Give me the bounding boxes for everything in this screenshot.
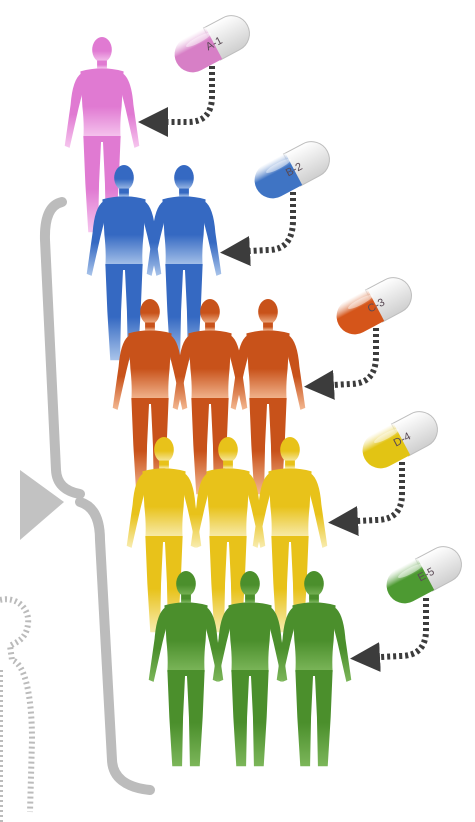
person-group-5-1 [148, 570, 224, 767]
dotted-arrow-2 [220, 192, 296, 266]
pill-D-4: D-4 [362, 411, 438, 469]
people-layer [64, 36, 352, 767]
dotted-arrow-1 [138, 66, 215, 137]
partial-figure-outline [0, 596, 36, 822]
pills-layer: A-1B-2C-3D-4E-5 [174, 15, 462, 604]
lower-brace [75, 497, 155, 795]
pill-B-2: B-2 [254, 141, 330, 199]
dotted-arrow-5 [350, 598, 429, 673]
person-group-3-1 [112, 298, 188, 495]
arrows-layer [138, 66, 429, 673]
decor-layer [0, 197, 155, 822]
person-group-5-3 [276, 570, 352, 767]
dotted-arrow-4 [328, 462, 405, 536]
pill-A-1: A-1 [174, 15, 250, 73]
pill-C-3: C-3 [336, 277, 412, 335]
pill-E-5: E-5 [386, 546, 462, 604]
upper-brace [39, 197, 85, 499]
person-group-2-1 [86, 164, 162, 361]
pointer-triangle [20, 470, 64, 540]
dotted-arrow-3 [304, 328, 379, 400]
person-group-5-2 [212, 570, 288, 767]
